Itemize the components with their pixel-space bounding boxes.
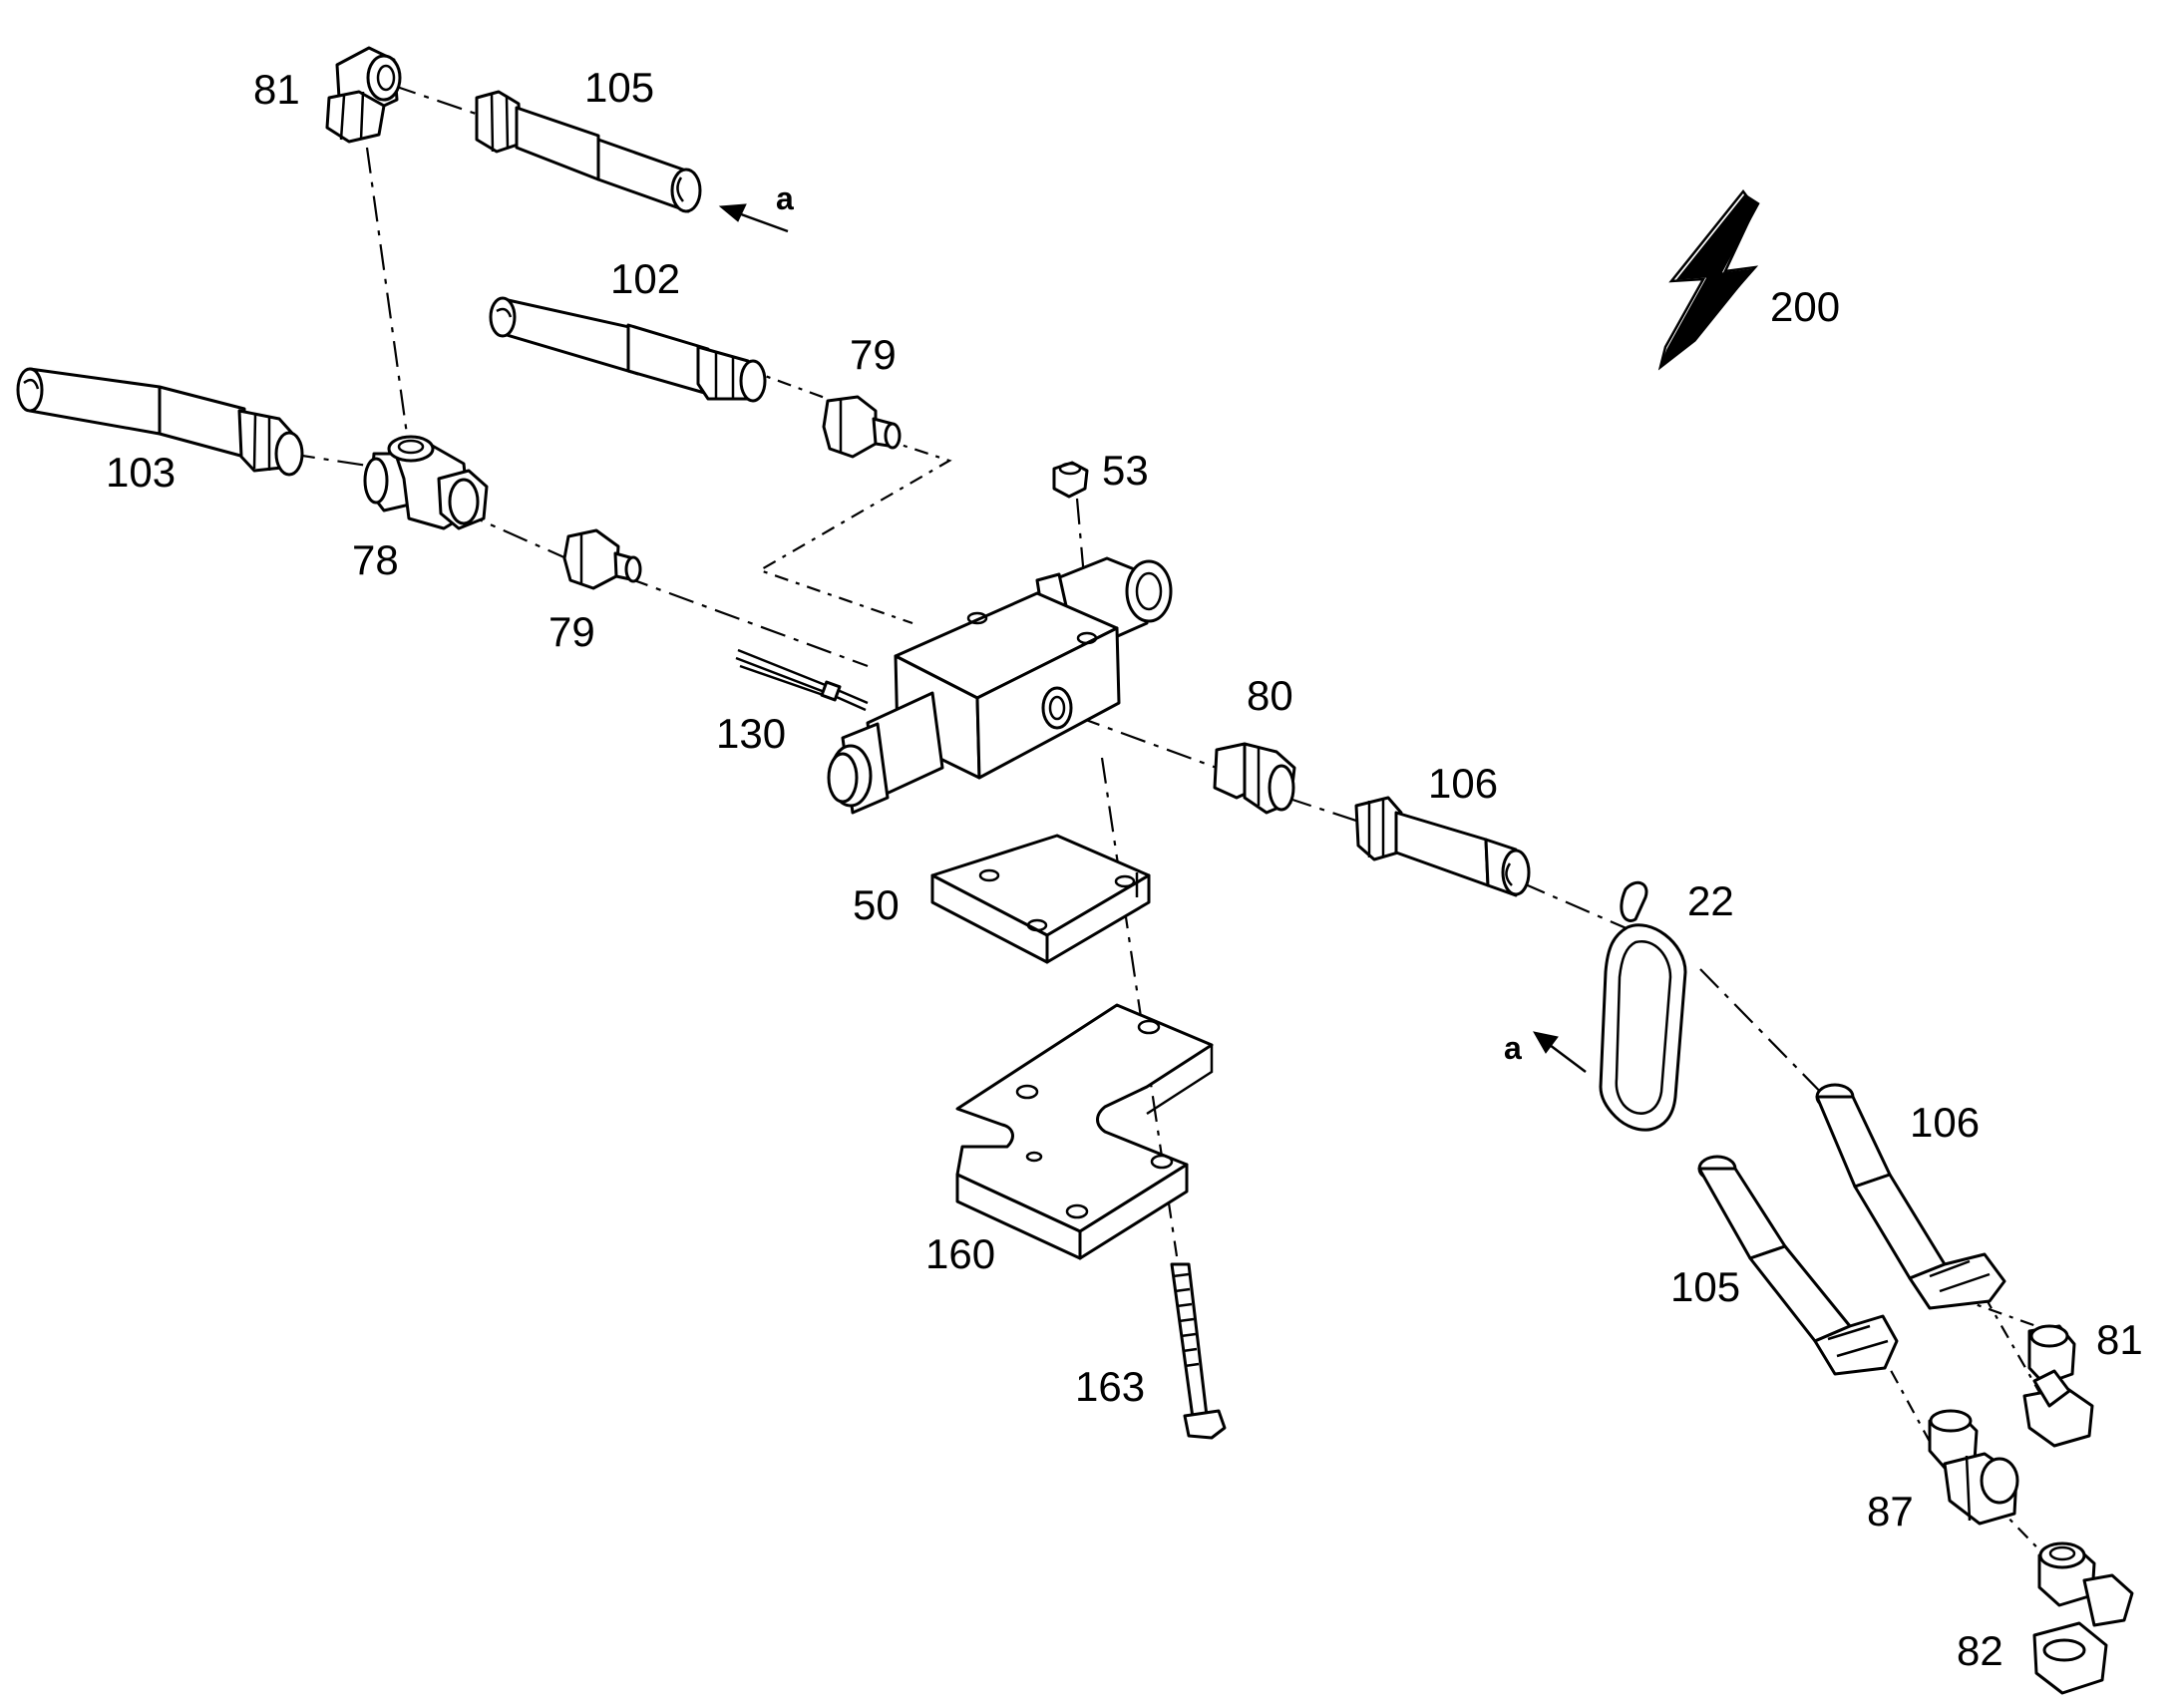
label-160: 160 xyxy=(925,1230,995,1277)
elbow-fitting-81-top xyxy=(325,46,402,144)
lightning-bolt-icon xyxy=(1657,188,1760,371)
elbow-fitting-82 xyxy=(2032,1541,2134,1695)
label-87: 87 xyxy=(1867,1488,1914,1535)
label-a-right: a xyxy=(1504,1030,1522,1066)
label-102: 102 xyxy=(610,255,680,302)
label-105-lower: 105 xyxy=(1670,1263,1740,1310)
elbow-fitting-81-right xyxy=(2022,1324,2094,1448)
fitting-80 xyxy=(1213,742,1296,815)
hose-102 xyxy=(489,296,767,403)
clamp-22 xyxy=(1599,880,1687,1132)
label-78: 78 xyxy=(352,536,399,583)
hose-103 xyxy=(16,367,304,477)
reference-labels: 81 105 a 102 79 200 103 53 78 79 80 130 … xyxy=(106,64,2143,1674)
bolt-163 xyxy=(1170,1262,1227,1440)
label-81-top: 81 xyxy=(253,66,300,113)
label-106-lower: 106 xyxy=(1910,1099,1980,1146)
flow-arrow-a-top xyxy=(718,203,789,233)
adapter-79-upper xyxy=(822,395,902,459)
label-82: 82 xyxy=(1957,1627,2003,1674)
label-53: 53 xyxy=(1102,447,1149,494)
bracket-160 xyxy=(955,1003,1214,1260)
label-79-top: 79 xyxy=(850,331,897,378)
label-163: 163 xyxy=(1075,1363,1145,1410)
hose-106-lower xyxy=(1815,1083,2006,1310)
label-106-middle: 106 xyxy=(1428,760,1498,807)
label-50: 50 xyxy=(853,881,900,928)
label-80: 80 xyxy=(1247,672,1293,719)
label-a-top: a xyxy=(776,180,794,216)
label-200: 200 xyxy=(1770,283,1840,330)
tee-fitting-78 xyxy=(363,435,489,530)
hose-105-lower xyxy=(1697,1155,1899,1376)
label-22: 22 xyxy=(1687,877,1734,924)
solenoid-valve-130 xyxy=(735,556,1173,815)
flow-arrow-a-right xyxy=(1533,1031,1587,1073)
label-81-right: 81 xyxy=(2096,1316,2143,1363)
label-79-bottom: 79 xyxy=(548,608,595,655)
hose-106-middle xyxy=(1354,796,1531,897)
mounting-plate-50 xyxy=(930,834,1151,964)
hose-105-top xyxy=(475,90,702,213)
label-103: 103 xyxy=(106,449,176,496)
adapter-79-lower xyxy=(562,528,642,590)
nut-53 xyxy=(1052,461,1089,499)
label-105-top: 105 xyxy=(584,64,654,111)
label-130: 130 xyxy=(716,710,786,757)
union-87 xyxy=(1928,1409,2019,1526)
